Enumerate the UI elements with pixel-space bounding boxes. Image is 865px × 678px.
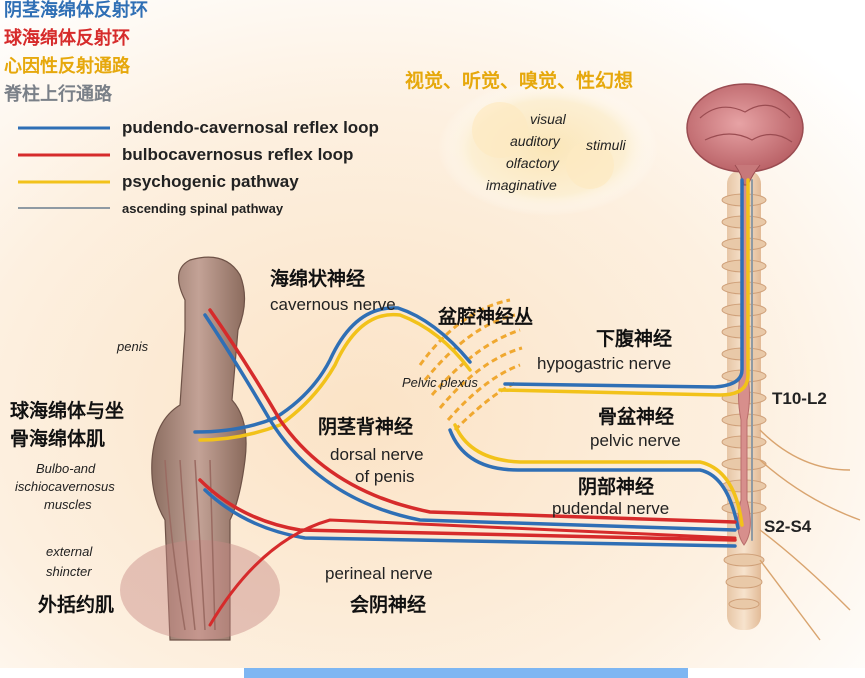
- stimuli-label: stimuli: [586, 137, 626, 153]
- legend-zh-psycho: 心因性反射通路: [4, 56, 130, 77]
- pudendal-en: pudendal nerve: [552, 499, 670, 518]
- footer-bar: [244, 668, 688, 678]
- legend-en-psycho: psychogenic pathway: [122, 172, 299, 191]
- cavernous-en: cavernous nerve: [270, 295, 396, 314]
- pelvic-zh: 骨盆神经: [598, 406, 675, 428]
- legend-en-bulbo: bulbocavernosus reflex loop: [122, 145, 354, 164]
- hypogastric-en: hypogastric nerve: [537, 354, 672, 373]
- perineal-zh: 会阴神经: [350, 594, 427, 616]
- stimuli-olfactory: olfactory: [506, 155, 559, 171]
- shincter-label: shincter: [46, 564, 92, 579]
- stimuli-auditory: auditory: [510, 133, 560, 149]
- bulbo-zh-2: 骨海绵体肌: [10, 428, 106, 450]
- bulbo-en-3: muscles: [44, 497, 92, 512]
- bulbo-en-2: ischiocavernosus: [15, 479, 115, 494]
- bulbo-en-1: Bulbo-and: [36, 461, 96, 476]
- cavernous-zh: 海绵状神经: [270, 268, 366, 290]
- sphincter-zh: 外括约肌: [38, 594, 115, 616]
- dorsal-zh: 阴茎背神经: [318, 416, 414, 438]
- t10-label: T10-L2: [772, 389, 827, 408]
- stimuli-zh: 视觉、听觉、嗅觉、性幻想: [405, 70, 634, 92]
- external-label: external: [46, 544, 93, 559]
- perineal-en: perineal nerve: [325, 564, 433, 583]
- legend-zh-bulbo: 球海绵体反射环: [4, 28, 130, 49]
- dorsal-en-2: of penis: [355, 467, 415, 486]
- penis-illustration: [120, 256, 280, 641]
- legend-zh-spinal: 脊柱上行通路: [4, 84, 112, 105]
- hypogastric-zh: 下腹神经: [596, 328, 673, 350]
- psychogenic-path: [498, 178, 750, 397]
- stimuli-imaginative: imaginative: [486, 177, 557, 193]
- stimuli-visual: visual: [530, 111, 566, 127]
- dorsal-en-1: dorsal nerve: [330, 445, 424, 464]
- legend-en-spinal: ascending spinal pathway: [122, 201, 284, 216]
- plexus-en: Pelvic plexus: [402, 375, 478, 390]
- pudendal-zh: 阴部神经: [578, 476, 655, 498]
- legend-en-pudendo: pudendo-cavernosal reflex loop: [122, 118, 379, 137]
- pudendo-cavernosal-path: [503, 178, 744, 389]
- penis-label: penis: [117, 339, 149, 354]
- brain: [686, 83, 804, 186]
- s2-label: S2-S4: [764, 517, 812, 536]
- legend-zh-pudendo: 阴茎海绵体反射环: [4, 0, 148, 21]
- plexus-zh: 盆腔神经丛: [438, 306, 534, 328]
- pelvic-en: pelvic nerve: [590, 431, 681, 450]
- bulbo-zh-1: 球海绵体与坐: [10, 400, 125, 422]
